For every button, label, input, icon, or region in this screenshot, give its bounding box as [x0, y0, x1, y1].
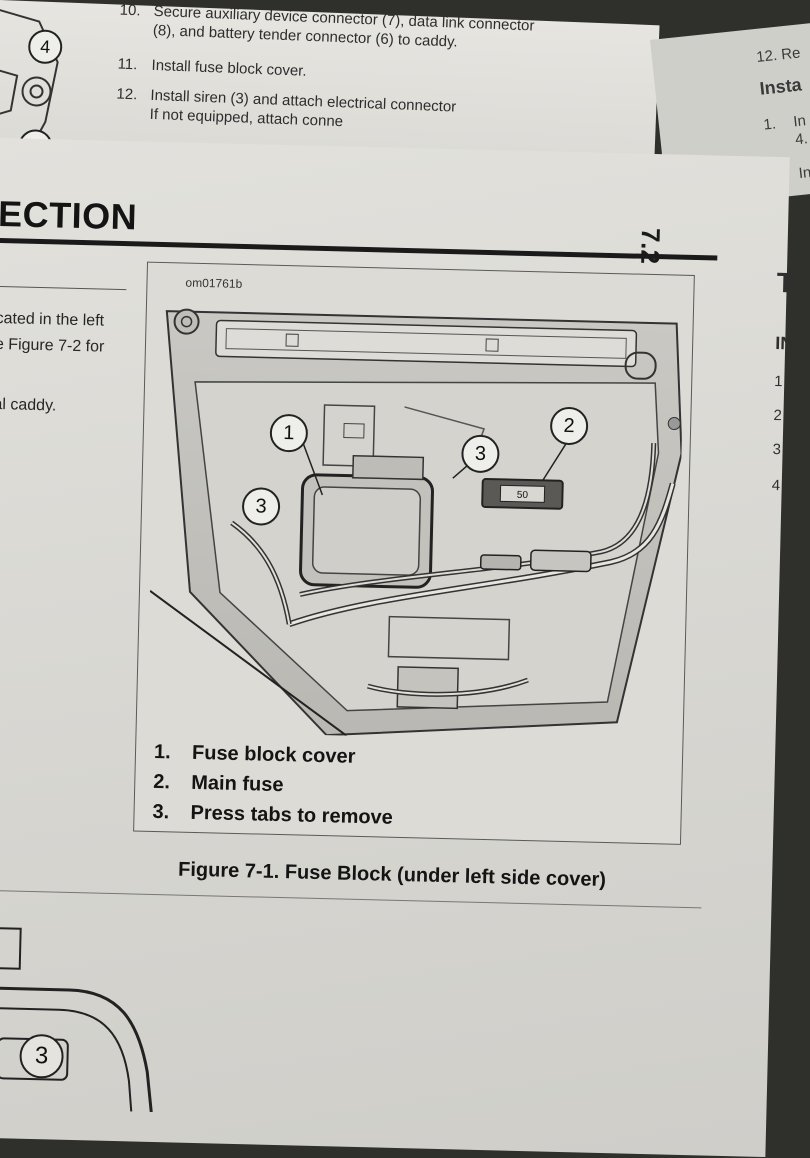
- right-column-subheading: IN: [774, 333, 794, 354]
- right-column-partial: T IN 1 2 3 4: [762, 267, 807, 868]
- fuse-block-photo: 50: [149, 308, 683, 737]
- next-page-step-12: 12. Re: [755, 44, 802, 66]
- next-page-item-text: 4.: [794, 130, 809, 149]
- step-number: 12.: [116, 85, 138, 104]
- right-column-number: 3: [772, 440, 782, 459]
- manual-page: ECTION 7.2 cated in the left e Figure 7-…: [0, 138, 794, 1158]
- right-column-number: 2: [773, 406, 783, 425]
- right-column-number: 1: [774, 372, 783, 391]
- next-page-heading: Insta: [758, 74, 803, 99]
- figure-code: om01761b: [185, 275, 243, 291]
- next-page-item-text: In: [792, 112, 807, 131]
- legend-text: Main fuse: [191, 771, 284, 797]
- legend-number: 2.: [153, 770, 171, 794]
- legend-text: Fuse block cover: [191, 741, 356, 768]
- legend-number: 1.: [153, 740, 171, 764]
- section-title: ECTION: [0, 192, 138, 238]
- previous-page: 4 5 10. Secure auxiliary device connecto…: [0, 0, 660, 216]
- section-rule: [0, 237, 718, 261]
- legend-number: 3.: [152, 800, 170, 824]
- figure-legend: 1. Fuse block cover 2. Main fuse 3. Press t…: [152, 741, 394, 837]
- page-number: 7.2: [635, 227, 666, 265]
- left-column-text: cated in the left: [0, 309, 105, 330]
- step-text-line: Install fuse block cover.: [151, 56, 307, 80]
- left-column-text: e Figure 7-2 for: [0, 335, 105, 356]
- step-number: 10.: [119, 1, 141, 20]
- left-column-rule: [0, 285, 127, 291]
- right-column-number: 4: [771, 476, 781, 495]
- next-figure-partial-drawing: [0, 926, 153, 1113]
- step-number: 11.: [117, 55, 138, 74]
- legend-text: Press tabs to remove: [190, 801, 394, 829]
- main-fuse-label: 50: [517, 490, 529, 501]
- left-column-text: al caddy.: [0, 395, 57, 415]
- next-page-item-number: 1.: [762, 115, 777, 134]
- figure-caption: Figure 7-1. Fuse Block (under left side …: [177, 858, 607, 892]
- right-column-heading: T: [776, 267, 795, 299]
- legend-item: 3. Press tabs to remove: [152, 801, 393, 837]
- next-page-item-text: In: [797, 163, 810, 183]
- figure-frame: om01761b: [133, 261, 695, 845]
- caption-rule: [0, 889, 702, 909]
